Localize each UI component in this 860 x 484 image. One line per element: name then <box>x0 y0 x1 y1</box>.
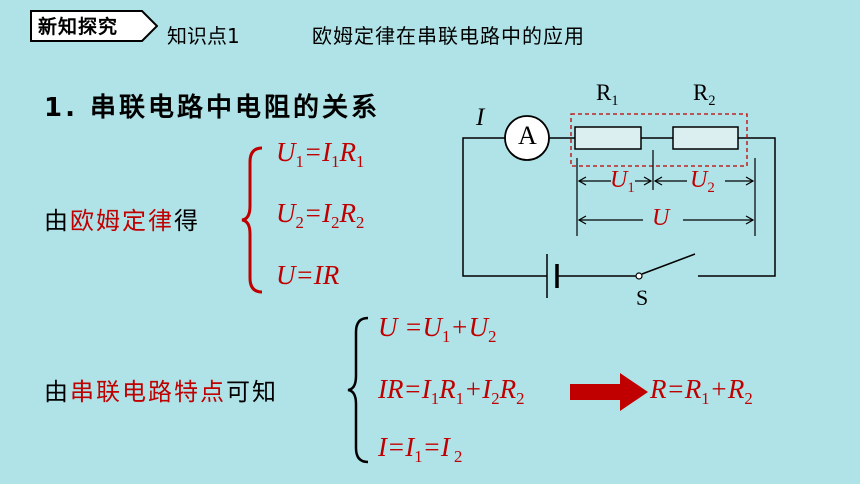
equation-ir-sum: IR=I1R1+I2R2 <box>378 374 525 408</box>
switch-lever <box>641 253 696 275</box>
current-label: I <box>476 104 485 131</box>
left-brace-2 <box>347 316 369 464</box>
r2-label: R2 <box>693 80 716 109</box>
left-brace <box>241 146 263 294</box>
resistor-r2 <box>672 126 739 150</box>
u1-label: U1 <box>610 167 635 197</box>
equation-total-resistance: R=R1+R2 <box>650 374 753 408</box>
ohm-law-intro: 由欧姆定律得 <box>44 207 200 235</box>
resistor-r1 <box>574 126 642 150</box>
r1-label: R1 <box>596 80 619 109</box>
section-tag-shape <box>30 10 158 42</box>
switch-label: S <box>636 285 649 310</box>
knowledge-point-label: 知识点1 <box>167 24 240 48</box>
equation-voltage-sum: U =U1+U2 <box>378 312 497 346</box>
equation-u1: U1=I1R1 <box>276 137 365 171</box>
ammeter-symbol <box>504 115 550 161</box>
u-label: U <box>652 205 670 231</box>
knowledge-point-title: 欧姆定律在串联电路中的应用 <box>312 24 585 48</box>
ammeter-label: A <box>518 121 537 150</box>
result-arrow <box>570 373 648 411</box>
equation-u2: U2=I2R2 <box>276 198 365 232</box>
section-heading: 1. 串联电路中电阻的关系 <box>44 93 381 123</box>
equation-current-equal: I=I1=I 2 <box>378 432 463 466</box>
series-circuit-diagram <box>462 113 776 298</box>
resistors-dashed-box <box>570 113 748 167</box>
circuit-wire-right <box>698 137 776 277</box>
switch-pivot <box>635 272 643 280</box>
equation-u: U=IR <box>276 260 340 290</box>
section-tag: 新知探究 <box>38 16 119 38</box>
circuit-wire-left <box>462 137 547 277</box>
u2-label: U2 <box>690 167 715 197</box>
series-intro: 由串联电路特点可知 <box>44 378 278 406</box>
